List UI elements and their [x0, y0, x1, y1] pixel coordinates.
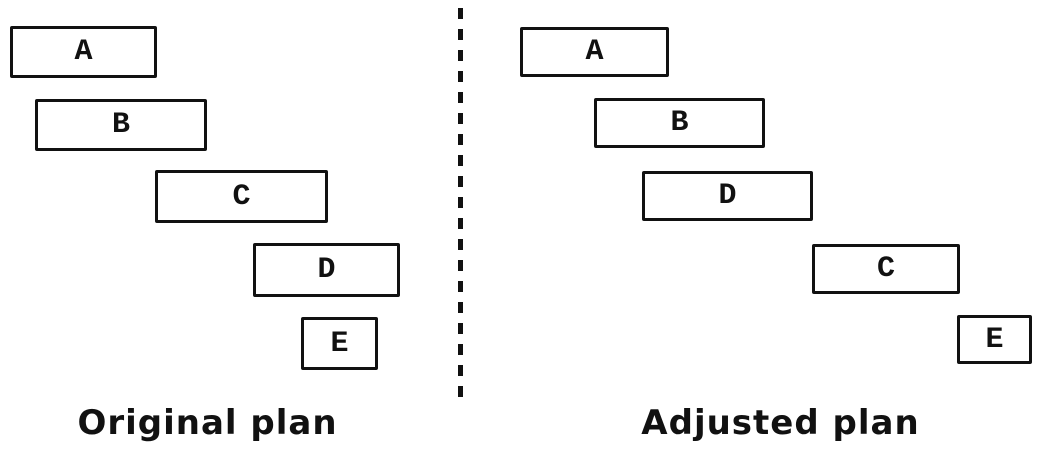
- task-label-e: E: [330, 326, 349, 361]
- task-label-c: C: [876, 252, 895, 286]
- task-label-a: A: [74, 35, 93, 69]
- task-bar-d-original: D: [253, 243, 400, 297]
- task-bar-e-adjusted: E: [957, 315, 1032, 364]
- task-label-e: E: [985, 322, 1004, 357]
- task-label-c: C: [232, 179, 251, 214]
- task-label-b: B: [111, 108, 130, 142]
- adjusted-plan-caption: Adjusted plan: [641, 403, 920, 443]
- dashed-divider-line: [458, 8, 463, 407]
- task-label-d: D: [718, 179, 737, 213]
- task-bar-c-original: C: [155, 170, 328, 223]
- task-bar-a-original: A: [10, 26, 157, 78]
- task-label-a: A: [585, 35, 604, 69]
- task-label-b: B: [670, 106, 689, 140]
- task-bar-c-adjusted: C: [812, 244, 960, 294]
- task-bar-e-original: E: [301, 317, 378, 370]
- task-label-d: D: [317, 253, 336, 287]
- original-plan-caption: Original plan: [77, 403, 338, 443]
- task-bar-b-adjusted: B: [594, 98, 765, 148]
- task-bar-a-adjusted: A: [520, 27, 669, 77]
- task-bar-d-adjusted: D: [642, 171, 813, 221]
- task-bar-b-original: B: [35, 99, 207, 151]
